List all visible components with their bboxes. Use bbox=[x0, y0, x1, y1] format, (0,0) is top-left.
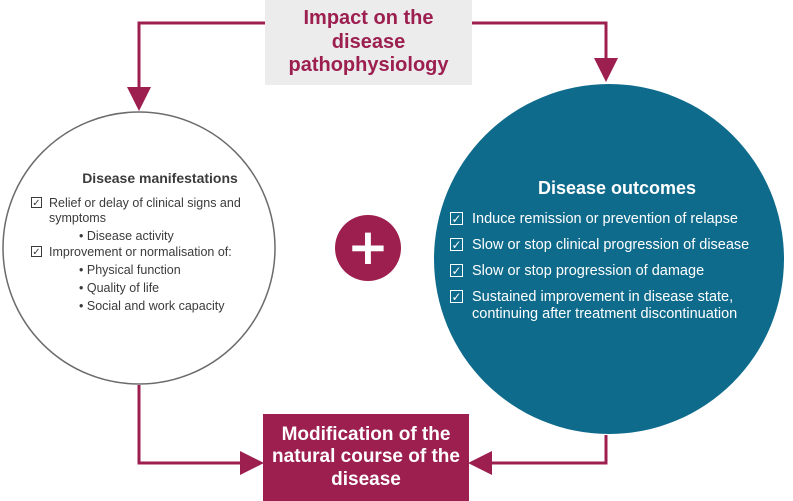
natural-course-label: Modification of the natural course of th… bbox=[272, 423, 460, 490]
manifestation-subitem: • Physical function bbox=[31, 261, 271, 279]
outcome-item: ✓ Sustained improvement in disease state… bbox=[450, 289, 780, 323]
manifestation-subitem-text: Quality of life bbox=[86, 281, 160, 295]
outcomes-circle bbox=[434, 84, 784, 434]
checkbox-icon: ✓ bbox=[450, 212, 463, 226]
checkbox-icon: ✓ bbox=[31, 246, 42, 258]
outcome-item: ✓ Induce remission or prevention of rela… bbox=[450, 211, 780, 228]
outcome-item-text: Induce remission or prevention of relaps… bbox=[472, 211, 738, 227]
checkbox-icon: ✓ bbox=[450, 264, 463, 278]
bullet-icon: • bbox=[79, 263, 84, 277]
outcomes-title: Disease outcomes bbox=[537, 178, 697, 198]
plus-symbol: + bbox=[347, 218, 389, 276]
outcome-item-text: Sustained improvement in disease state, … bbox=[472, 289, 738, 322]
manifestation-item: ✓ Relief or delay of clinical signs and … bbox=[31, 196, 271, 226]
manifestation-subitem: • Disease activity bbox=[31, 227, 271, 245]
manifestation-subitem-text: Social and work capacity bbox=[86, 299, 225, 313]
manifestations-title: Disease manifestations bbox=[82, 170, 238, 186]
plus-circle bbox=[335, 215, 401, 281]
manifestations-content: Disease manifestations ✓ Relief or delay… bbox=[31, 170, 271, 315]
bullet-icon: • bbox=[79, 281, 84, 295]
outcome-item-text: Slow or stop clinical progression of dis… bbox=[472, 237, 750, 253]
manifestation-subitem-text: Physical function bbox=[86, 263, 181, 277]
manifestation-item-text: Improvement or normalisation of: bbox=[49, 245, 232, 259]
outcome-item-text: Slow or stop progression of damage bbox=[472, 263, 705, 279]
checkbox-icon: ✓ bbox=[450, 238, 463, 252]
arrow-top-to-manifestations bbox=[127, 21, 265, 111]
outcome-item: ✓ Slow or stop progression of damage bbox=[450, 263, 780, 280]
pathophysiology-box: Impact on the disease pathophysiology bbox=[265, 0, 472, 85]
natural-course-box: Modification of the natural course of th… bbox=[263, 414, 469, 501]
arrow-manifestations-to-bottom bbox=[137, 385, 264, 475]
bullet-icon: • bbox=[79, 299, 84, 313]
checkbox-icon: ✓ bbox=[31, 197, 42, 209]
bullet-icon: • bbox=[79, 229, 84, 243]
checkbox-icon: ✓ bbox=[450, 290, 463, 304]
manifestation-subitem-text: Disease activity bbox=[86, 229, 174, 243]
manifestation-item: ✓ Improvement or normalisation of: bbox=[31, 245, 271, 260]
arrow-outcomes-to-bottom bbox=[468, 435, 608, 475]
outcomes-content: Disease outcomes ✓ Induce remission or p… bbox=[450, 178, 780, 332]
manifestations-circle bbox=[2, 111, 276, 385]
outcome-item: ✓ Slow or stop clinical progression of d… bbox=[450, 237, 780, 254]
manifestation-item-text: Relief or delay of clinical signs and sy… bbox=[49, 196, 241, 225]
arrow-top-to-outcomes bbox=[472, 21, 618, 82]
manifestation-subitem: • Social and work capacity bbox=[31, 297, 271, 315]
manifestation-subitem: • Quality of life bbox=[31, 279, 271, 297]
pathophysiology-label: Impact on the disease pathophysiology bbox=[288, 7, 449, 77]
